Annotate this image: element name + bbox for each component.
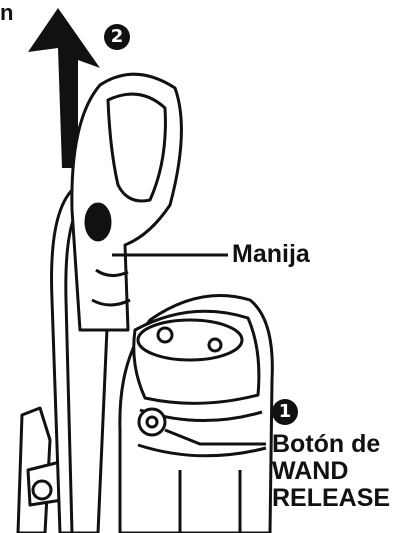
release-label-line2: WAND bbox=[272, 458, 348, 485]
release-label-line3: RELEASE bbox=[272, 485, 390, 512]
step-1-badge: 1 bbox=[272, 399, 298, 425]
wand-release-button bbox=[139, 409, 165, 435]
corner-text: n bbox=[0, 2, 13, 24]
handle bbox=[72, 74, 182, 330]
step-2-badge: 2 bbox=[104, 24, 130, 50]
release-label-line1: Botón de bbox=[272, 431, 380, 458]
handle-label: Manija bbox=[232, 241, 310, 268]
